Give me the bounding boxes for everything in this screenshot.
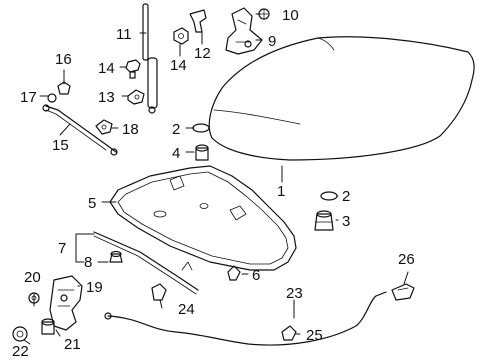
seal-2-lower — [320, 191, 338, 201]
cable-clamp-25 — [281, 325, 297, 341]
release-handle-26 — [391, 283, 415, 301]
callout-5: 5 — [88, 195, 96, 212]
rod-holder-16 — [57, 81, 71, 95]
leader-lines — [23, 13, 409, 345]
hood-insulator — [109, 165, 297, 271]
callout-19: 19 — [86, 279, 103, 296]
release-cable — [104, 291, 387, 346]
grommet-22 — [12, 326, 28, 342]
latch-stopper-21 — [41, 318, 55, 335]
stopper-4 — [195, 144, 209, 161]
callout-17: 17 — [20, 89, 37, 106]
bolt-14-upper — [173, 27, 189, 45]
callout-2-lower: 2 — [342, 188, 350, 205]
bolt-14-left — [125, 59, 141, 79]
callout-10: 10 — [282, 7, 299, 24]
seal-2-upper — [192, 123, 210, 133]
hood-hinge — [225, 7, 263, 55]
cushion-3 — [314, 210, 334, 231]
callout-1: 1 — [277, 183, 285, 200]
clip-13 — [127, 89, 145, 105]
callout-9: 9 — [268, 33, 276, 50]
callout-14-left: 14 — [98, 60, 115, 77]
callout-18: 18 — [122, 121, 139, 138]
hood-panel — [208, 36, 475, 161]
callout-15: 15 — [52, 137, 69, 154]
callout-25: 25 — [306, 327, 323, 344]
callout-8: 8 — [84, 254, 92, 271]
callout-24: 24 — [178, 301, 195, 318]
callout-26: 26 — [398, 251, 415, 268]
grommet-17 — [47, 93, 57, 103]
seal-clip-8 — [109, 250, 123, 263]
hood-support-rod — [42, 104, 118, 156]
hood-seal-strip — [93, 231, 199, 295]
callout-3: 3 — [342, 213, 350, 230]
callout-16: 16 — [55, 51, 72, 68]
clip-6 — [227, 265, 241, 281]
cable-guide-24 — [151, 283, 167, 301]
callout-6: 6 — [252, 267, 260, 284]
callout-2-upper: 2 — [172, 121, 180, 138]
callout-7: 7 — [58, 240, 66, 257]
hood-latch — [49, 275, 83, 331]
callout-20: 20 — [24, 269, 41, 286]
callout-11: 11 — [116, 26, 132, 43]
callout-22: 22 — [12, 343, 29, 360]
callout-12: 12 — [194, 45, 211, 62]
hood-support-strut — [142, 3, 158, 114]
callout-21: 21 — [64, 336, 81, 353]
callout-23: 23 — [286, 285, 303, 302]
callout-4: 4 — [172, 145, 180, 162]
callout-labels: 1 2 2 3 4 5 6 7 8 9 10 11 12 13 14 14 15… — [12, 7, 415, 360]
callout-13: 13 — [98, 89, 115, 106]
hinge-spring-12 — [189, 9, 207, 33]
rod-clip-18 — [95, 119, 113, 135]
callout-14-upper: 14 — [170, 57, 187, 74]
